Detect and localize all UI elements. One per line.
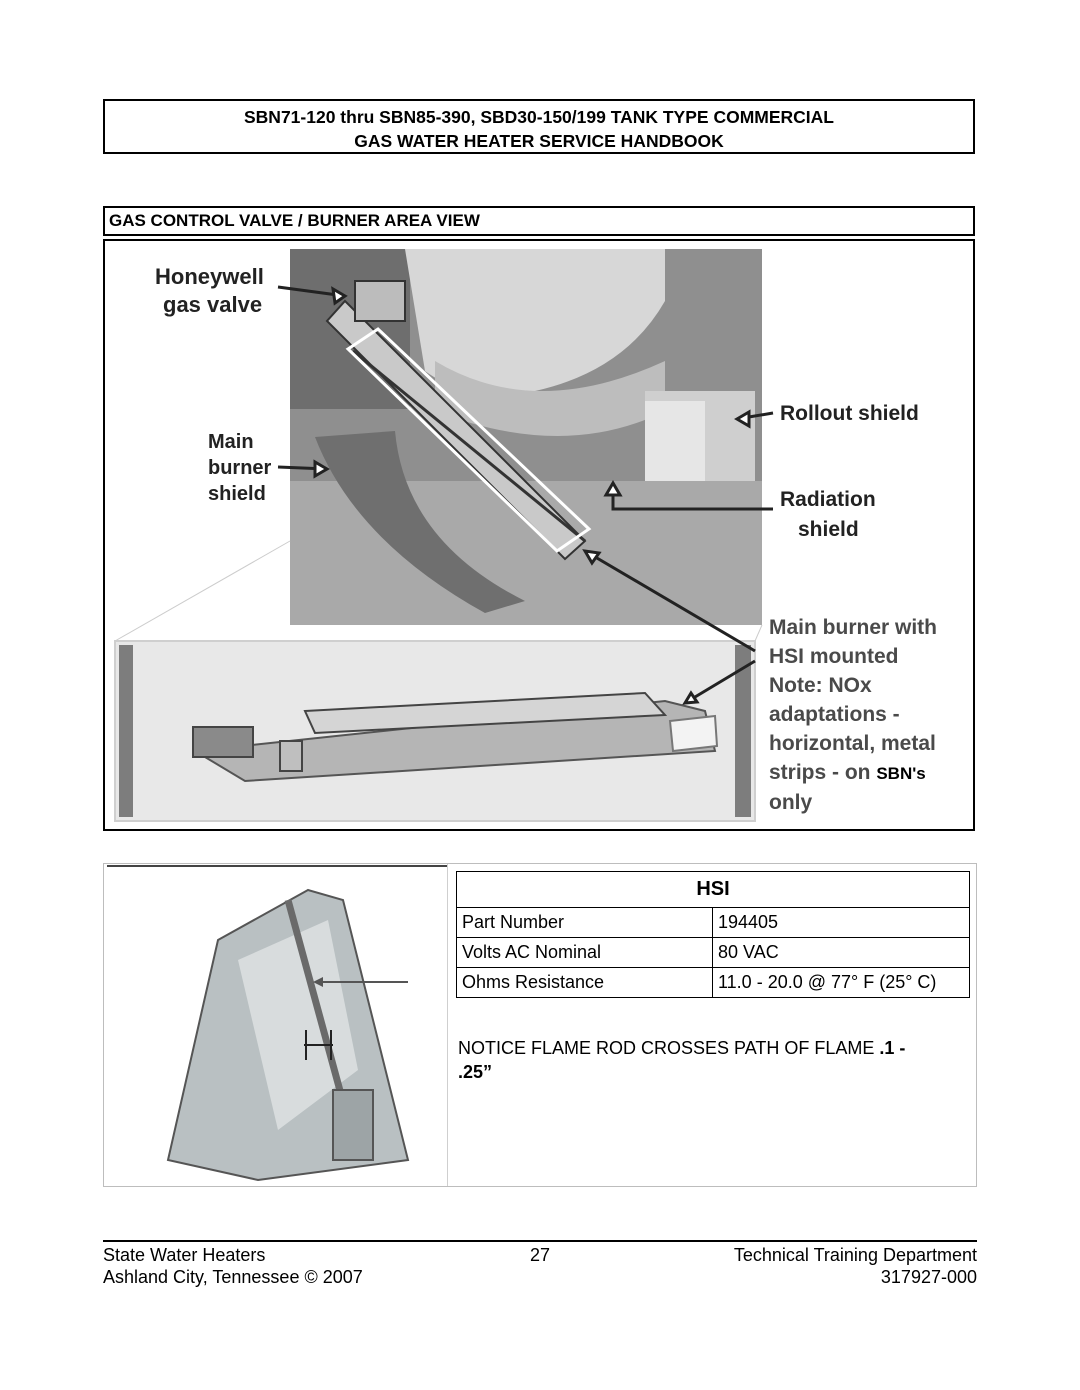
- callout-main-burner-note: Main burner with HSI mounted Note: NOx a…: [769, 613, 937, 817]
- hsi-section: [103, 863, 977, 1187]
- gas-valve-shape: [354, 280, 406, 322]
- table-cell-label: Part Number: [456, 907, 713, 938]
- table-row: Ohms Resistance 11.0 - 20.0 @ 77° F (25°…: [456, 967, 970, 998]
- document-title-line2: GAS WATER HEATER SERVICE HANDBOOK: [354, 131, 724, 151]
- hsi-photo: [108, 870, 444, 1184]
- burner-area-photo: Honeywell gas valve Main burner shield R…: [103, 239, 975, 831]
- flame-rod-notice: NOTICE FLAME ROD CROSSES PATH OF FLAME .…: [458, 1036, 938, 1084]
- callout-honeywell-line1: Honeywell: [155, 264, 264, 289]
- table-row: Volts AC Nominal 80 VAC: [456, 937, 970, 968]
- callout-main-burner-shield: Main burner shield: [208, 429, 271, 507]
- callout-main-burner-shield-line2: burner: [208, 457, 272, 479]
- callout-arrows: [277, 285, 774, 705]
- footer-doc-number: 317927-000: [880, 1267, 977, 1287]
- callout-radiation-line2: shield: [798, 518, 859, 541]
- callout-main-burner-shield-line1: Main: [208, 431, 254, 453]
- callout-radiation-line1: Radiation: [780, 488, 876, 511]
- note-line3: Note: NOx: [769, 674, 872, 697]
- notice-text: NOTICE FLAME ROD CROSSES PATH OF FLAME: [458, 1038, 875, 1058]
- document-title: SBN71-120 thru SBN85-390, SBD30-150/199 …: [103, 99, 975, 154]
- document-title-line1: SBN71-120 thru SBN85-390, SBD30-150/199 …: [244, 107, 834, 127]
- note-line1: Main burner with: [769, 616, 937, 639]
- table-row: Part Number 194405: [456, 907, 970, 938]
- footer-department: Technical Training Department: [733, 1245, 977, 1265]
- footer-right: Technical Training Department 317927-000: [617, 1244, 977, 1288]
- hsi-specs-table: HSI Part Number 194405 Volts AC Nominal …: [456, 871, 970, 998]
- callout-rollout-shield: Rollout shield: [780, 402, 919, 425]
- table-header-row: HSI: [456, 871, 970, 908]
- callout-main-burner-shield-line3: shield: [208, 483, 266, 505]
- section-divider: [447, 864, 448, 1186]
- table-cell-value: 11.0 - 20.0 @ 77° F (25° C): [712, 967, 970, 998]
- callout-honeywell-line2: gas valve: [163, 292, 263, 317]
- callout-radiation-shield: Radiation shield: [780, 485, 876, 545]
- page-number: 27: [529, 1245, 551, 1265]
- footer-left: State Water Heaters Ashland City, Tennes…: [103, 1244, 363, 1288]
- callout-honeywell: Honeywell gas valve: [155, 263, 264, 319]
- photo-top-rule: [107, 865, 447, 867]
- table-cell-value: 80 VAC: [712, 937, 970, 968]
- water-heater-tank: [405, 249, 665, 394]
- note-line6: strips - on SBN's: [769, 758, 937, 788]
- main-burner-shield-shape: [315, 431, 525, 613]
- footer-company: State Water Heaters: [103, 1245, 266, 1265]
- footer-rule: [103, 1240, 977, 1242]
- burner-area-illustration: [114, 249, 774, 822]
- note-line5: horizontal, metal: [769, 732, 936, 755]
- burner-assembly: [325, 299, 587, 561]
- note-line2: HSI mounted: [769, 645, 899, 668]
- table-header: HSI: [456, 871, 970, 908]
- note-line6-text: strips - on: [769, 761, 877, 784]
- note-sbns-label: SBN's: [876, 764, 926, 783]
- notice-gap-value: .1 - .25”: [458, 1038, 906, 1082]
- table-cell-value: 194405: [712, 907, 970, 938]
- footer-location: Ashland City, Tennessee © 2007: [103, 1267, 363, 1287]
- flame-rod-shape: [284, 899, 352, 1121]
- table-cell-label: Volts AC Nominal: [456, 937, 713, 968]
- section-heading: GAS CONTROL VALVE / BURNER AREA VIEW: [103, 206, 975, 236]
- table-cell-label: Ohms Resistance: [456, 967, 713, 998]
- note-line4: adaptations -: [769, 703, 900, 726]
- note-line7: only: [769, 791, 813, 814]
